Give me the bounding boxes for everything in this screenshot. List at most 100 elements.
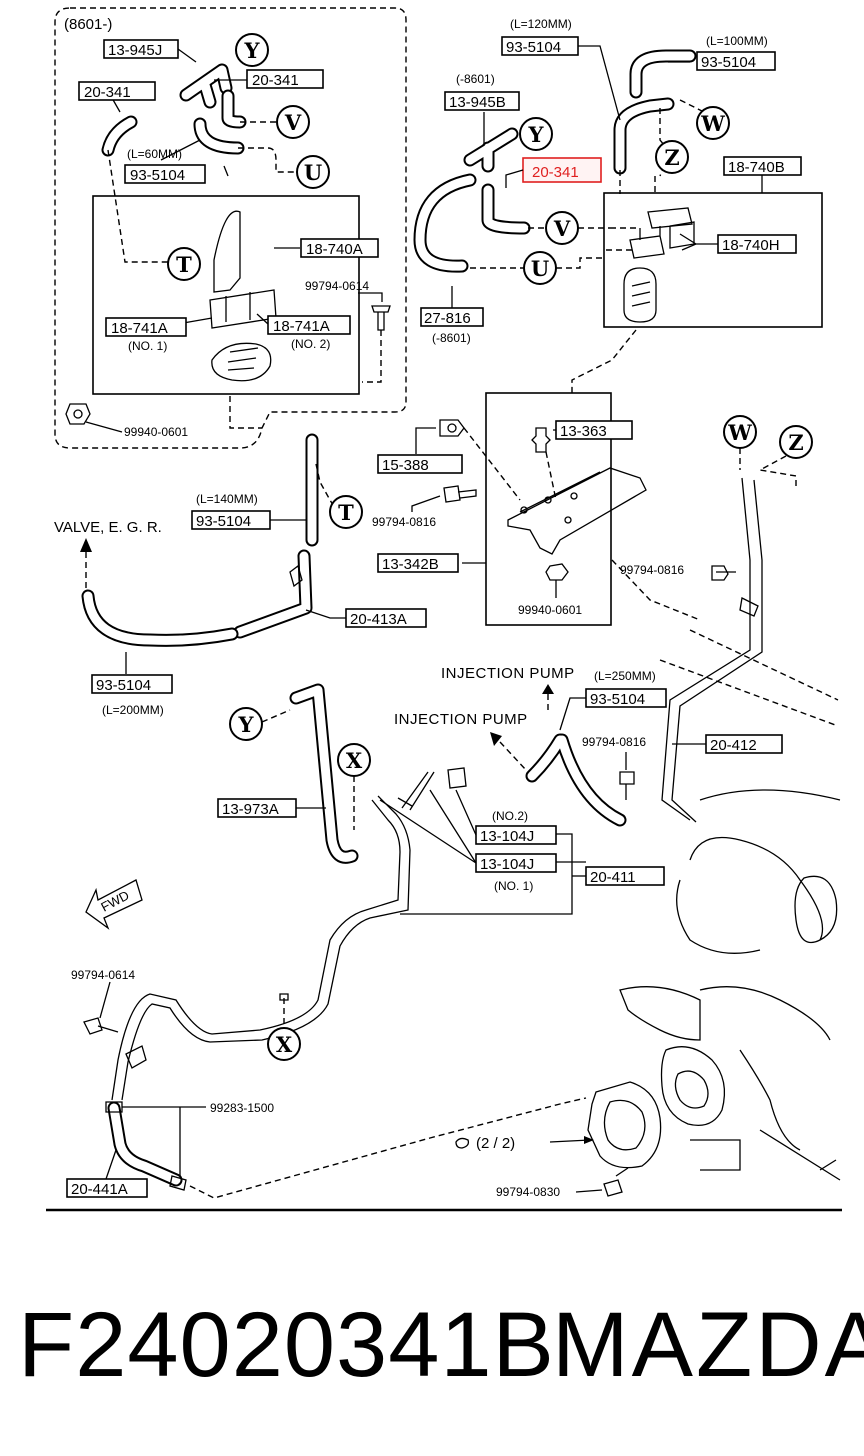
bolt-99794-0614-top <box>371 305 391 331</box>
marker-t-left: T <box>167 247 201 281</box>
marker-w-right: W <box>723 415 757 449</box>
label-minus-8601-b: (-8601) <box>432 331 471 345</box>
label-20-413A: 20-413A <box>345 608 427 628</box>
svg-text:13-363: 13-363 <box>560 423 607 440</box>
bolt-99794-0816-right <box>711 565 736 581</box>
label-27-816: 27-816 <box>420 307 484 327</box>
nut-99940-0601-left <box>65 403 91 425</box>
marker-y-top-left: Y <box>235 33 269 67</box>
svg-text:93-5104: 93-5104 <box>130 167 185 184</box>
part-number: F24020341B <box>18 1294 555 1396</box>
solenoid-assembly-box-b <box>603 192 823 328</box>
label-99794-0816-low: 99794-0816 <box>582 735 646 749</box>
label-99940-0601-left: 99940-0601 <box>124 425 188 439</box>
marker-v-mid: V <box>545 211 579 245</box>
label-length-100: (L=100MM) <box>706 34 768 48</box>
marker-x-lower: X <box>267 1027 301 1061</box>
svg-text:18-741A: 18-741A <box>111 320 168 337</box>
label-no1-g: (NO. 1) <box>494 879 533 893</box>
fwd-arrow <box>85 879 143 930</box>
label-length-140: (L=140MM) <box>196 492 258 506</box>
marker-t-mid: T <box>329 495 363 529</box>
bolt-99794-0614-low <box>83 1017 119 1035</box>
gasket <box>660 1046 726 1127</box>
label-no2-g: (NO.2) <box>492 809 528 823</box>
svg-text:13-104J: 13-104J <box>480 828 534 845</box>
label-13-363: 13-363 <box>555 420 633 440</box>
label-15-388: 15-388 <box>377 454 463 474</box>
exploded-parts-diagram: (8601-) 13-945J 20-341 20-341 (L=60MM) 9… <box>46 7 842 1212</box>
label-18-741A-no2: 18-741A <box>267 315 351 335</box>
svg-text:Y: Y <box>528 122 545 147</box>
label-length-120: (L=120MM) <box>510 17 572 31</box>
label-20-441A: 20-441A <box>66 1178 148 1198</box>
label-length-60: (L=60MM) <box>127 147 182 161</box>
marker-y-mid: Y <box>519 117 553 151</box>
svg-text:X: X <box>346 748 363 773</box>
label-20-412: 20-412 <box>705 734 783 754</box>
bolt-99794-0816-mid <box>443 485 477 503</box>
clamp-99283-1500-a <box>105 1101 123 1113</box>
marker-u-left: U <box>296 155 330 189</box>
engine-block-outline <box>676 789 841 1181</box>
svg-text:Y: Y <box>244 38 261 63</box>
svg-text:W: W <box>700 111 725 136</box>
pipe-20-412 <box>661 477 763 823</box>
nut-99940-0601-mid <box>545 563 569 581</box>
svg-text:93-5104: 93-5104 <box>196 513 251 530</box>
brand-name: MAZDA <box>552 1294 864 1396</box>
label-99940-0601-mid: 99940-0601 <box>518 603 582 617</box>
bracket-13-342B <box>507 467 647 555</box>
svg-text:13-945B: 13-945B <box>449 94 506 111</box>
marker-x-upper: X <box>337 743 371 777</box>
svg-text:20-413A: 20-413A <box>350 611 407 628</box>
label-13-973A: 13-973A <box>217 798 297 818</box>
label-18-740B: 18-740B <box>723 156 802 176</box>
svg-text:U: U <box>304 160 322 185</box>
svg-text:13-342B: 13-342B <box>382 556 439 573</box>
svg-text:18-741A: 18-741A <box>273 318 330 335</box>
label-13-945B: 13-945B <box>444 91 520 111</box>
caption-bar: F24020341B MAZDA <box>0 1290 864 1400</box>
marker-v-left: V <box>276 105 310 139</box>
label-length-200: (L=200MM) <box>102 703 164 717</box>
label-18-741A-no1: 18-741A <box>105 317 187 337</box>
svg-text:20-411: 20-411 <box>590 869 636 886</box>
arrow-injection-pump-2 <box>490 732 502 746</box>
label-valve-egr: VALVE, E. G. R. <box>54 519 162 536</box>
svg-text:20-412: 20-412 <box>710 737 757 754</box>
ref-icon <box>455 1137 470 1149</box>
clamp-99283-1500-b <box>169 1175 187 1191</box>
svg-text:93-5104: 93-5104 <box>701 54 756 71</box>
label-99794-0830: 99794-0830 <box>496 1185 560 1199</box>
label-20-341-highlighted[interactable]: 20-341 <box>522 157 602 183</box>
solenoid-valve-b <box>629 207 695 259</box>
bolt-99794-0830 <box>603 1167 629 1197</box>
svg-text:15-388: 15-388 <box>382 457 429 474</box>
pipe-20-411 <box>111 795 411 1101</box>
label-20-341-top: 20-341 <box>246 69 324 89</box>
svg-text:20-341: 20-341 <box>252 72 299 89</box>
label-no2-a: (NO. 2) <box>291 337 330 351</box>
label-99283-1500: 99283-1500 <box>210 1101 274 1115</box>
marker-z-right: Z <box>779 425 813 459</box>
svg-text:13-945J: 13-945J <box>108 42 162 59</box>
label-18-740H: 18-740H <box>717 234 797 254</box>
svg-text:Y: Y <box>238 712 255 737</box>
svg-text:U: U <box>531 256 549 281</box>
svg-text:13-973A: 13-973A <box>222 801 279 818</box>
marker-z-top: Z <box>655 140 689 174</box>
svg-text:20-441A: 20-441A <box>71 1181 128 1198</box>
label-93-5104-left: 93-5104 <box>124 164 206 184</box>
label-99794-0614-low: 99794-0614 <box>71 968 135 982</box>
label-93-5104-top: 93-5104 <box>501 36 579 56</box>
bracket-box <box>485 392 612 626</box>
svg-text:20-341: 20-341 <box>84 84 131 101</box>
svg-text:V: V <box>553 216 571 241</box>
label-20-411: 20-411 <box>585 866 665 886</box>
svg-text:93-5104: 93-5104 <box>590 691 645 708</box>
svg-text:X: X <box>276 1032 293 1057</box>
svg-text:T: T <box>176 252 192 277</box>
svg-text:13-104J: 13-104J <box>480 856 534 873</box>
marker-y-low: Y <box>229 707 263 741</box>
